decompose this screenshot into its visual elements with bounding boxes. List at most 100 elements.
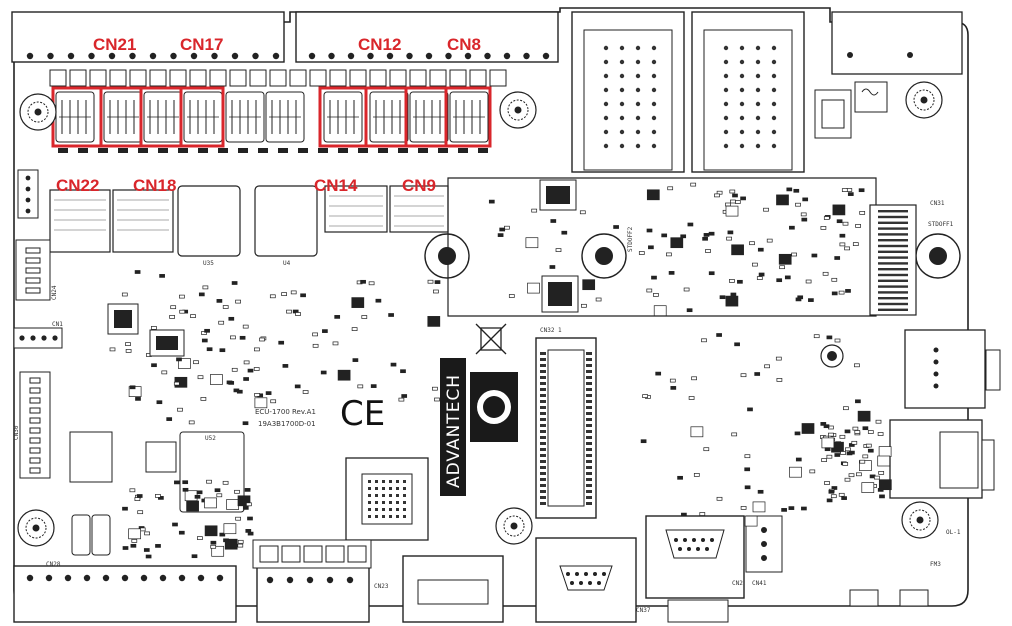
- smd-part: [166, 417, 173, 421]
- smd-part: [368, 281, 375, 286]
- smd-part: [661, 233, 668, 238]
- smd-pad: [318, 148, 328, 153]
- smd-part: [878, 446, 892, 457]
- smd-part: [786, 187, 793, 192]
- smd-part: [830, 494, 837, 499]
- eth-pin: [771, 73, 777, 79]
- header-pin: [52, 335, 58, 341]
- smd-part: [246, 502, 252, 507]
- smd-part: [218, 320, 225, 325]
- silk-fm3: FM3: [930, 561, 941, 568]
- smd-pad: [398, 148, 408, 153]
- smd-part: [737, 279, 743, 284]
- cpu-ball: [396, 508, 399, 511]
- smd-part: [776, 378, 783, 382]
- smd-part: [758, 272, 765, 277]
- smd-part: [832, 204, 846, 216]
- pcie-pin: [540, 448, 546, 451]
- pcie-pin: [540, 352, 546, 355]
- relay-body: [265, 91, 305, 143]
- smd-part: [219, 532, 226, 537]
- screw: [19, 93, 57, 131]
- smd-part: [820, 422, 827, 426]
- slot-pin: [878, 244, 908, 248]
- cpu-ball: [403, 487, 406, 490]
- label-cn22: CN22: [56, 176, 99, 195]
- smd-part: [754, 372, 761, 376]
- smd-pad: [378, 148, 388, 153]
- smd-part: [789, 466, 802, 478]
- smd-part: [858, 188, 865, 193]
- smd-part: [729, 189, 736, 194]
- smd-part: [828, 489, 835, 494]
- smd-part: [214, 488, 221, 493]
- smd-part: [651, 275, 657, 280]
- screw-center: [916, 516, 924, 524]
- smd-part: [196, 490, 203, 495]
- smd-part: [729, 279, 735, 283]
- smd-part: [178, 358, 191, 369]
- smd-part: [826, 335, 833, 340]
- db9-pin: [584, 572, 588, 576]
- smd-part: [504, 225, 510, 230]
- smd-part: [854, 363, 860, 368]
- terminal-pin: [149, 52, 157, 60]
- smd-part: [226, 499, 239, 510]
- smd-part: [852, 242, 859, 246]
- silk-cn23: CN23: [374, 583, 389, 590]
- smd-part: [270, 399, 277, 404]
- smd-part: [131, 539, 138, 543]
- silk-ol1: OL-1: [946, 529, 961, 536]
- smd-part: [865, 443, 872, 448]
- smd-part: [670, 237, 684, 249]
- terminal-pin: [129, 52, 136, 60]
- smd-part: [234, 489, 240, 494]
- relay-body: [409, 91, 449, 143]
- header-cell: [329, 69, 347, 87]
- smd-part: [155, 544, 161, 548]
- smd-part: [749, 241, 755, 246]
- eth-pin: [755, 73, 761, 79]
- smd-part: [788, 506, 795, 510]
- smd-part: [254, 347, 260, 352]
- pcie-pin: [540, 388, 546, 391]
- smd-part: [793, 188, 800, 193]
- label-cn17: CN17: [180, 35, 223, 54]
- header-pin: [29, 427, 41, 434]
- ic-die: [546, 186, 570, 204]
- smd-part: [206, 347, 213, 352]
- header-cell: [409, 69, 427, 87]
- smd-part: [834, 338, 841, 343]
- terminal-pin: [67, 52, 75, 60]
- eth-pin: [635, 45, 641, 51]
- smd-part: [122, 546, 129, 550]
- smd-part: [177, 407, 183, 412]
- terminal-pin: [425, 52, 433, 60]
- terminal-pin: [386, 52, 394, 60]
- smd-part: [179, 309, 186, 314]
- db9-pin: [710, 538, 714, 542]
- eth-pin: [739, 73, 745, 79]
- smd-part: [188, 420, 195, 425]
- smd-part: [705, 249, 711, 253]
- smd-part: [877, 488, 884, 492]
- pcie-pin: [540, 424, 546, 427]
- terminal-pin: [170, 52, 177, 60]
- smd-part: [690, 426, 704, 438]
- smd-part: [128, 528, 141, 540]
- smd-part: [686, 308, 693, 313]
- smd-part: [834, 256, 841, 260]
- smd-part: [259, 337, 265, 342]
- db9-pin: [701, 538, 705, 542]
- pcie-pin: [586, 502, 592, 505]
- eth-pin: [739, 115, 745, 121]
- smd-part: [764, 364, 770, 369]
- second-row-modules: [49, 185, 449, 257]
- eth-pin: [771, 143, 777, 149]
- smd-part: [856, 472, 862, 477]
- smd-part: [740, 196, 746, 201]
- smd-part: [109, 347, 116, 352]
- pcie-pin: [540, 430, 546, 433]
- smd-part: [744, 515, 758, 527]
- smd-part: [216, 493, 223, 498]
